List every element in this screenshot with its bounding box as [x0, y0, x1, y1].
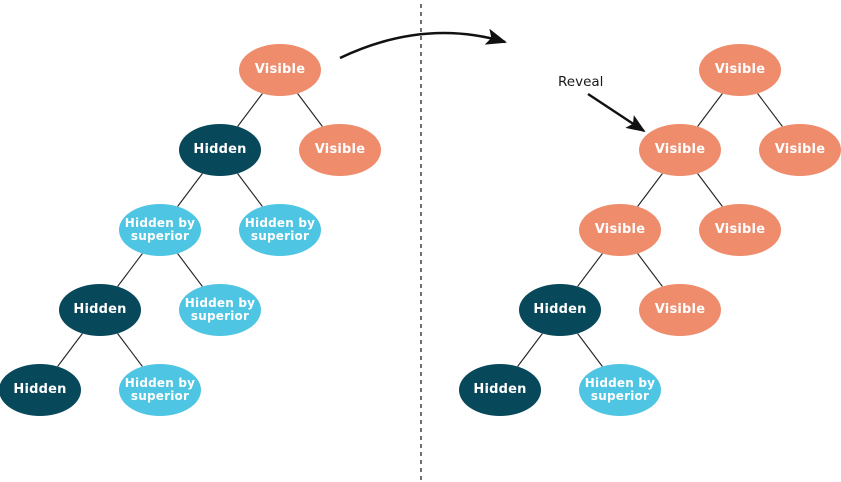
node-label: Visible: [714, 221, 766, 237]
tree-edge-l2-l4: [177, 173, 203, 207]
tree-node-l4[interactable]: Hidden by superior: [119, 204, 201, 256]
tree-node-l9[interactable]: Hidden by superior: [119, 364, 201, 416]
node-label: Visible: [594, 221, 646, 237]
tree-node-r3[interactable]: Visible: [759, 124, 841, 176]
tree-node-r6[interactable]: Hidden: [519, 284, 601, 336]
node-label: Hidden by superior: [184, 295, 256, 323]
tree-node-l3[interactable]: Visible: [299, 124, 381, 176]
tree-edge-r6-r8: [517, 333, 543, 367]
node-label: Visible: [254, 61, 306, 77]
tree-node-l8[interactable]: Hidden: [0, 364, 81, 416]
tree-edge-lines: [57, 93, 783, 367]
tree-edge-r2-r4: [637, 173, 663, 207]
curved-transition-arrow: [339, 28, 507, 60]
node-label: Visible: [654, 301, 706, 317]
tree-edge-l4-l6: [117, 253, 143, 287]
node-label: Hidden by superior: [584, 375, 656, 403]
node-label: Visible: [774, 141, 826, 157]
tree-edge-l6-l9: [117, 333, 143, 367]
node-label: Hidden by superior: [124, 215, 196, 243]
tree-edge-l2-l5: [237, 173, 263, 207]
tree-node-l6[interactable]: Hidden: [59, 284, 141, 336]
tree-edge-l6-l8: [57, 333, 83, 367]
tree-edge-l1-l3: [297, 93, 323, 127]
node-label: Hidden: [473, 381, 527, 397]
node-label: Hidden by superior: [124, 375, 196, 403]
node-label: Visible: [714, 61, 766, 77]
tree-node-r9[interactable]: Hidden by superior: [579, 364, 661, 416]
tree-edge-l4-l7: [177, 253, 203, 287]
reveal-pointer-arrow: [587, 92, 646, 133]
node-label: Visible: [314, 141, 366, 157]
tree-edge-r1-r2: [697, 93, 723, 127]
node-label: Hidden: [73, 301, 127, 317]
node-label: Hidden by superior: [244, 215, 316, 243]
tree-node-l5[interactable]: Hidden by superior: [239, 204, 321, 256]
tree-edge-r6-r9: [577, 333, 603, 367]
tree-node-r2[interactable]: Visible: [639, 124, 721, 176]
node-label: Hidden: [533, 301, 587, 317]
tree-node-l7[interactable]: Hidden by superior: [179, 284, 261, 336]
reveal-annotation-label: Reveal: [558, 74, 604, 90]
node-label: Hidden: [193, 141, 247, 157]
tree-edge-l1-l2: [237, 93, 263, 127]
tree-node-l2[interactable]: Hidden: [179, 124, 261, 176]
tree-node-l1[interactable]: Visible: [239, 44, 321, 96]
node-label: Visible: [654, 141, 706, 157]
tree-node-r5[interactable]: Visible: [699, 204, 781, 256]
tree-edge-r2-r5: [697, 173, 723, 207]
tree-edge-r4-r7: [637, 253, 663, 287]
tree-node-r8[interactable]: Hidden: [459, 364, 541, 416]
tree-node-r4[interactable]: Visible: [579, 204, 661, 256]
node-label: Hidden: [13, 381, 67, 397]
tree-node-r7[interactable]: Visible: [639, 284, 721, 336]
tree-edge-r1-r3: [757, 93, 783, 127]
tree-edge-r4-r6: [577, 253, 603, 287]
tree-node-r1[interactable]: Visible: [699, 44, 781, 96]
